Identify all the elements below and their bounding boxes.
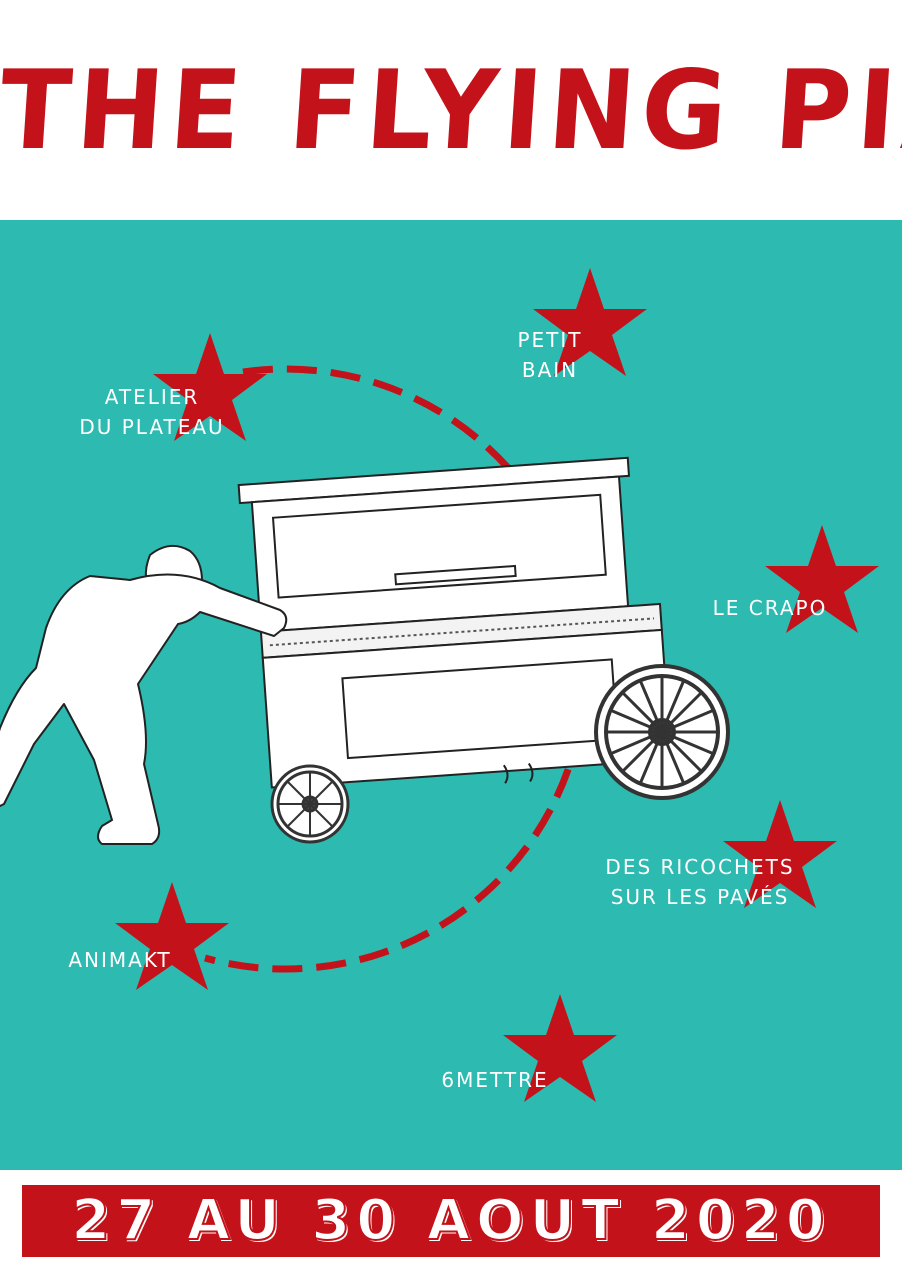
star-icon [765, 525, 879, 633]
venue-6mettre: 6METTRE [410, 1065, 580, 1095]
venue-atelier-du-plateau: ATELIER DU PLATEAU [62, 382, 242, 442]
tour-route [0, 268, 879, 1102]
venue-petit-bain: PETIT BAIN [490, 325, 610, 385]
venue-label-line2: SUR LES PAVÉS [610, 885, 790, 909]
event-dates: 27 AU 30 AOUT 2020 [70, 1187, 831, 1254]
venue-label-line2: DU PLATEAU [79, 415, 225, 439]
venue-label-line1: ATELIER [104, 385, 200, 409]
venue-label-line1: LE CRAPO [712, 596, 828, 620]
piano-illustration [237, 456, 672, 789]
star-icon [115, 882, 229, 990]
star-icon [153, 333, 267, 441]
piano-music-rest [394, 564, 517, 586]
venue-animakt: ANIMAKT [40, 945, 200, 975]
piano-panel [271, 493, 607, 599]
poster-artwork: ATELIER DU PLATEAU PETIT BAIN LE CRAPO D… [0, 220, 902, 1170]
star-icon [503, 994, 617, 1102]
stars [115, 268, 879, 1102]
title-band: THE FLYING PIANO [0, 0, 902, 220]
man-illustration [0, 544, 288, 845]
star-icon [533, 268, 647, 376]
venue-le-crapo: LE CRAPO [690, 593, 850, 623]
small-wheel [270, 764, 350, 844]
star-icon [723, 800, 837, 908]
venue-label-line1: PETIT [517, 328, 583, 352]
venue-des-ricochets: DES RICOCHETS SUR LES PAVÉS [580, 852, 820, 912]
venue-label-line1: 6METTRE [441, 1068, 549, 1092]
venue-label-line1: ANIMAKT [68, 948, 172, 972]
large-wheel [594, 664, 730, 800]
poster-title: THE FLYING PIANO [0, 45, 902, 175]
venue-label-line1: DES RICOCHETS [605, 855, 795, 879]
dates-banner: 27 AU 30 AOUT 2020 [22, 1185, 880, 1257]
venue-label-line2: BAIN [521, 358, 579, 382]
